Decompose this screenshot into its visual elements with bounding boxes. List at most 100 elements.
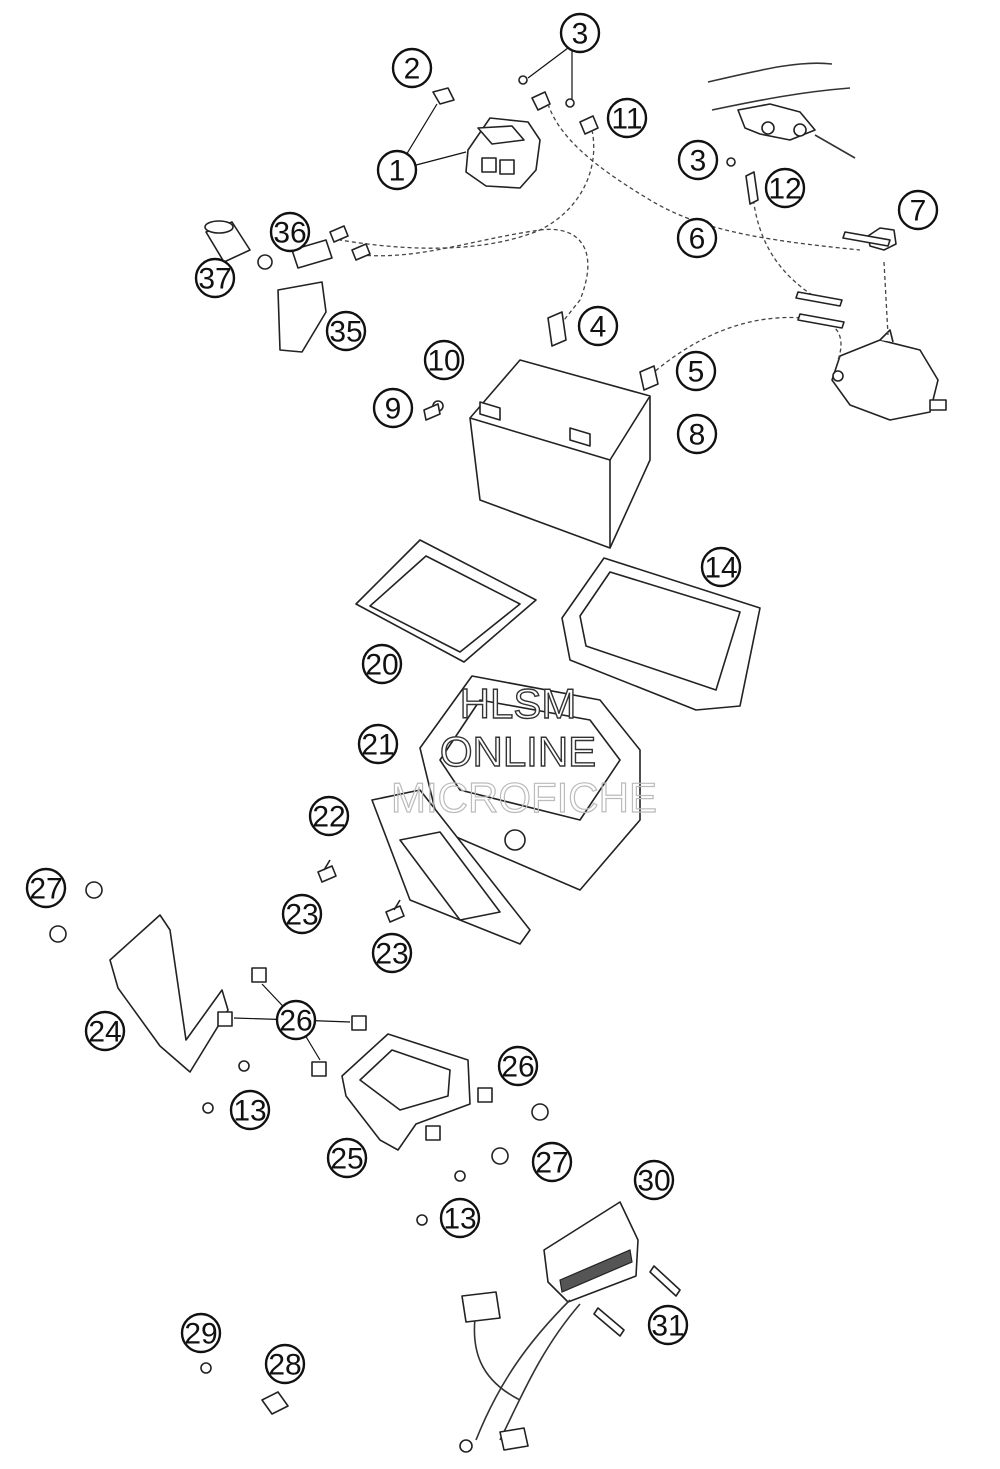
callout-label: 10 — [427, 345, 460, 378]
callout-label: 9 — [385, 393, 402, 426]
callout-12: 12 — [764, 167, 806, 209]
callout-circle — [180, 1312, 222, 1354]
callout-label: 2 — [404, 53, 421, 86]
callout-label: 26 — [279, 1005, 312, 1038]
callout-circle — [531, 1141, 573, 1183]
callout-label: 23 — [285, 899, 318, 932]
callout-circle — [606, 97, 648, 139]
callout-circle — [275, 999, 317, 1041]
callout-label: 24 — [88, 1016, 121, 1049]
callout-label: 11 — [611, 103, 642, 136]
callout-3: 3 — [559, 12, 601, 54]
callout-11: 11 — [606, 97, 648, 139]
callout-23: 23 — [281, 893, 323, 935]
callout-label: 30 — [637, 1165, 670, 1198]
battery-holder — [419, 675, 641, 891]
callout-label: 21 — [361, 729, 394, 762]
starter-motor — [831, 329, 947, 421]
callout-30: 30 — [633, 1159, 675, 1201]
callout-circle — [677, 139, 719, 181]
relay-part — [465, 117, 541, 189]
callout-label: 13 — [443, 1203, 476, 1236]
callout-36: 36 — [269, 211, 311, 253]
callout-circle — [559, 12, 601, 54]
callout-circle — [372, 387, 414, 429]
callout-label: 25 — [330, 1143, 363, 1176]
callout-label: 29 — [184, 1318, 217, 1351]
callout-label: 27 — [29, 873, 62, 906]
callout-circle — [357, 723, 399, 765]
callout-13: 13 — [229, 1089, 271, 1131]
bracket-right — [341, 1033, 471, 1151]
callout-27: 27 — [531, 1141, 573, 1183]
callout-circle — [391, 47, 433, 89]
battery — [423, 359, 651, 549]
callout-4: 4 — [577, 305, 619, 347]
callout-1: 1 — [376, 149, 418, 191]
battery-cover — [355, 539, 537, 663]
callout-circle — [700, 546, 742, 588]
callout-circle — [439, 1197, 481, 1239]
callout-circle — [376, 149, 418, 191]
callout-28: 28 — [264, 1343, 306, 1385]
callout-circle — [633, 1159, 675, 1201]
callout-20: 20 — [361, 643, 403, 685]
callout-3: 3 — [677, 139, 719, 181]
battery-plate — [371, 789, 531, 945]
callout-5: 5 — [675, 350, 717, 392]
callout-9: 9 — [372, 387, 414, 429]
callout-circle — [764, 167, 806, 209]
callout-label: 1 — [389, 155, 406, 188]
callout-circle — [229, 1089, 271, 1131]
callout-label: 13 — [233, 1095, 266, 1128]
watermark-line1: HLSM — [460, 680, 577, 727]
callout-35: 35 — [325, 310, 367, 352]
callout-circle — [675, 350, 717, 392]
callout-circle — [577, 305, 619, 347]
watermark-line2: ONLINE — [440, 728, 596, 775]
callout-7: 7 — [897, 189, 939, 231]
callout-circle — [497, 1045, 539, 1087]
callout-14: 14 — [700, 546, 742, 588]
callout-21: 21 — [357, 723, 399, 765]
callouts: 1233456789101112131314202122232324252626… — [25, 12, 939, 1385]
callout-label: 27 — [535, 1147, 568, 1180]
callout-22: 22 — [308, 795, 350, 837]
callout-24: 24 — [84, 1010, 126, 1052]
callout-circle — [326, 1137, 368, 1179]
callout-circle — [676, 217, 718, 259]
callout-label: 14 — [704, 552, 737, 585]
callout-label: 22 — [312, 801, 345, 834]
callout-label: 23 — [375, 938, 408, 971]
screws-23 — [317, 859, 405, 923]
callout-label: 8 — [689, 419, 706, 452]
callout-label: 12 — [768, 173, 801, 206]
callout-circle — [423, 339, 465, 381]
callout-27: 27 — [25, 867, 67, 909]
callout-circle — [647, 1304, 689, 1346]
callout-29: 29 — [180, 1312, 222, 1354]
callout-circle — [25, 867, 67, 909]
callout-circle — [325, 310, 367, 352]
frame-section — [707, 62, 856, 159]
watermark: HLSM ONLINE MICROFICHE — [390, 679, 657, 821]
socket-assembly — [204, 220, 333, 353]
fuse-part — [432, 87, 455, 105]
callout-circle — [281, 893, 323, 935]
small-parts — [200, 1362, 289, 1415]
callout-circle — [84, 1010, 126, 1052]
callout-25: 25 — [326, 1137, 368, 1179]
callout-label: 6 — [689, 223, 706, 256]
callout-37: 37 — [194, 257, 236, 299]
callout-label: 20 — [365, 649, 398, 682]
callout-label: 7 — [910, 195, 927, 228]
callout-31: 31 — [647, 1304, 689, 1346]
callout-label: 35 — [329, 316, 362, 349]
callout-label: 36 — [273, 217, 306, 250]
callout-label: 26 — [501, 1051, 534, 1084]
callout-circle — [371, 932, 413, 974]
callout-26: 26 — [497, 1045, 539, 1087]
callout-label: 3 — [690, 145, 707, 178]
callout-26: 26 — [275, 999, 317, 1041]
